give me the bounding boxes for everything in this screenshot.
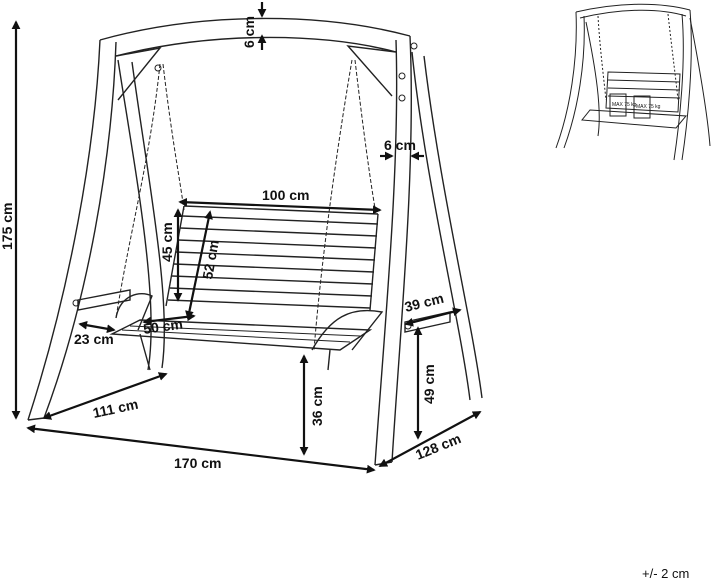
thumbnail-tag-right: MAX 75 kg (636, 104, 661, 110)
label-post-thickness: 6 cm (384, 137, 416, 153)
label-total-width: 170 cm (174, 455, 221, 471)
label-seat-depth: 50 cm (142, 316, 184, 337)
label-total-height: 175 cm (0, 203, 15, 250)
label-side-depth: 111 cm (91, 396, 139, 421)
label-top-beam: 6 cm (241, 16, 257, 48)
label-seat-width: 100 cm (262, 187, 309, 203)
tolerance-note: +/- 2 cm (642, 566, 689, 581)
thumbnail-tag-left: MAX 75 kg (612, 102, 637, 108)
label-backrest-diagonal: 52 cm (199, 239, 222, 281)
label-seat-height: 36 cm (309, 386, 325, 426)
label-side-table-depth: 39 cm (403, 290, 445, 315)
dimension-lines (11, 2, 482, 474)
label-armrest-side: 23 cm (74, 331, 114, 347)
swing-bench (109, 205, 384, 371)
swing-chains (115, 59, 377, 351)
swing-frame (27, 17, 483, 466)
thumbnail-swing: MAX 75 kg MAX 75 kg (555, 3, 711, 161)
label-backrest-height: 45 cm (159, 222, 175, 262)
label-side-table-height: 49 cm (421, 364, 437, 404)
